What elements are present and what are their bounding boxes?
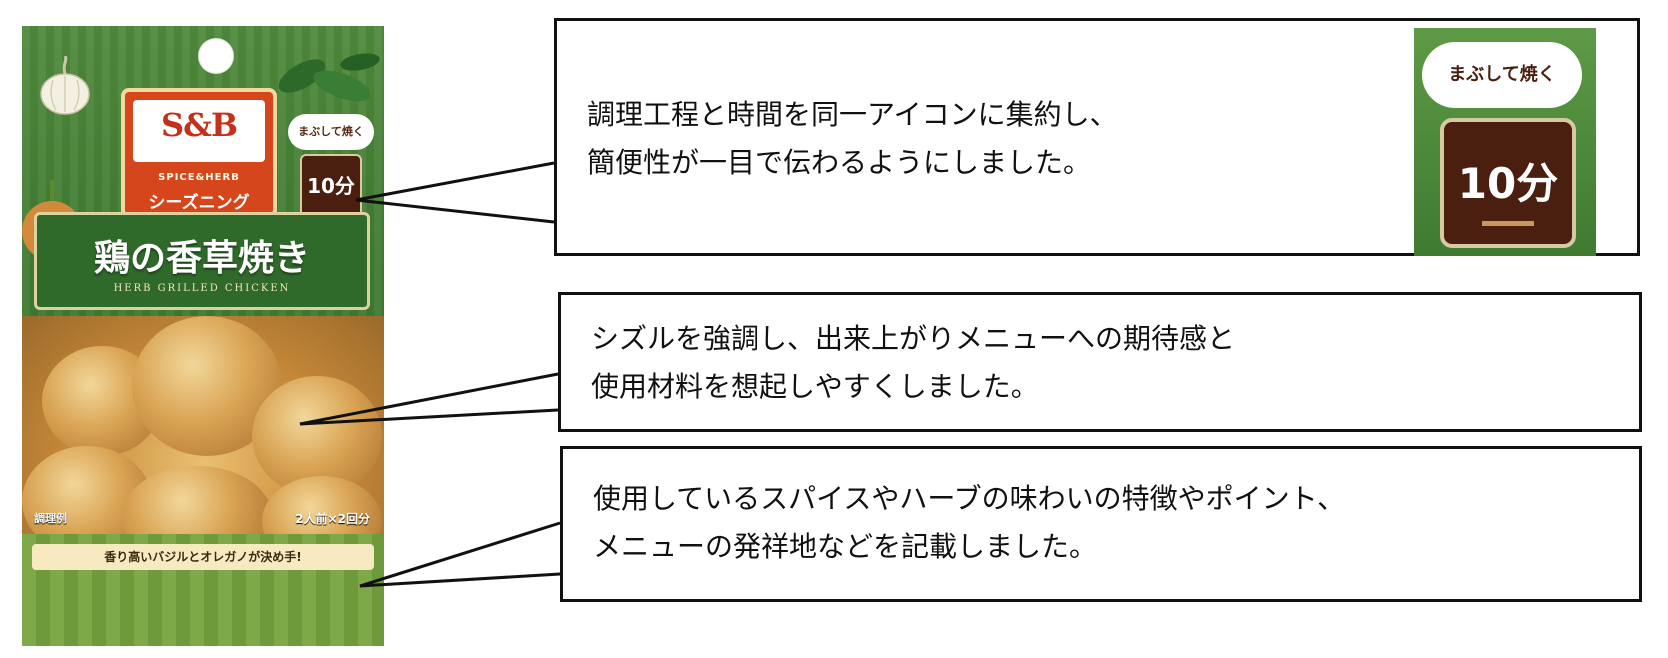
brand-name: S&B xyxy=(160,106,238,144)
package-time-value: 10分 xyxy=(307,174,355,198)
zoomed-time-label: まぶして焼く xyxy=(1422,42,1582,108)
callout-line: 簡便性が一目で伝わるようにしました。 xyxy=(587,146,1092,179)
callout-text: シズルを強調し、出来上がりメニューへの期待感と 使用材料を想起しやすくしました。 xyxy=(591,315,1235,411)
product-line: シーズニング xyxy=(148,193,250,213)
product-title-english: HERB GRILLED CHICKEN xyxy=(113,283,291,294)
callout-line: 調理工程と時間を同一アイコンに集約し、 xyxy=(587,98,1118,131)
callout-line: 使用しているスパイスやハーブの味わいの特徴やポイント、 xyxy=(593,482,1346,515)
catchphrase: 香り高いバジルとオレガノが決め手! xyxy=(32,544,374,570)
product-package: S&B SPICE&HERB シーズニング まぶして焼く 10分 鶏の香草焼き … xyxy=(22,26,384,646)
zoomed-time-bar xyxy=(1482,221,1534,226)
callout-text: 使用しているスパイスやハーブの味わいの特徴やポイント、 メニューの発祥地などを記… xyxy=(593,475,1345,571)
brand-logo: S&B SPICE&HERB シーズニング xyxy=(121,88,277,218)
callout-line: シズルを強調し、出来上がりメニューへの期待感と xyxy=(591,322,1236,355)
leader-line-1 xyxy=(355,161,555,224)
product-title: 鶏の香草焼き xyxy=(93,237,310,279)
serving-suggestion-label: 調理例 xyxy=(34,512,67,525)
servings-label: 2人前×2回分 xyxy=(295,512,370,526)
leader-line-3 xyxy=(359,521,561,588)
product-title-band: 鶏の香草焼き HERB GRILLED CHICKEN xyxy=(34,212,370,310)
callout-text: 調理工程と時間を同一アイコンに集約し、 簡便性が一目で伝わるようにしました。 xyxy=(587,91,1118,187)
zoomed-time-value: 10分 xyxy=(1457,159,1559,208)
zoomed-time-icon: まぶして焼く 10分 xyxy=(1414,28,1596,256)
zoomed-time-box: 10分 xyxy=(1440,118,1576,248)
brand-subtitle: SPICE&HERB xyxy=(158,172,240,183)
callout-line: 使用材料を想起しやすくしました。 xyxy=(591,370,1039,403)
callout-band-description: 使用しているスパイスやハーブの味わいの特徴やポイント、 メニューの発祥地などを記… xyxy=(560,446,1642,602)
herb-leaves-icon xyxy=(278,53,380,102)
leader-line-2 xyxy=(299,372,559,426)
callout-line: メニューの発祥地などを記載しました。 xyxy=(593,530,1098,563)
brand-logo-inner: S&B xyxy=(133,100,265,162)
garlic-icon xyxy=(40,56,90,115)
hang-hole xyxy=(198,38,234,74)
package-time-label: まぶして焼く xyxy=(288,114,374,150)
callout-photo-description: シズルを強調し、出来上がりメニューへの期待感と 使用材料を想起しやすくしました。 xyxy=(558,292,1642,432)
